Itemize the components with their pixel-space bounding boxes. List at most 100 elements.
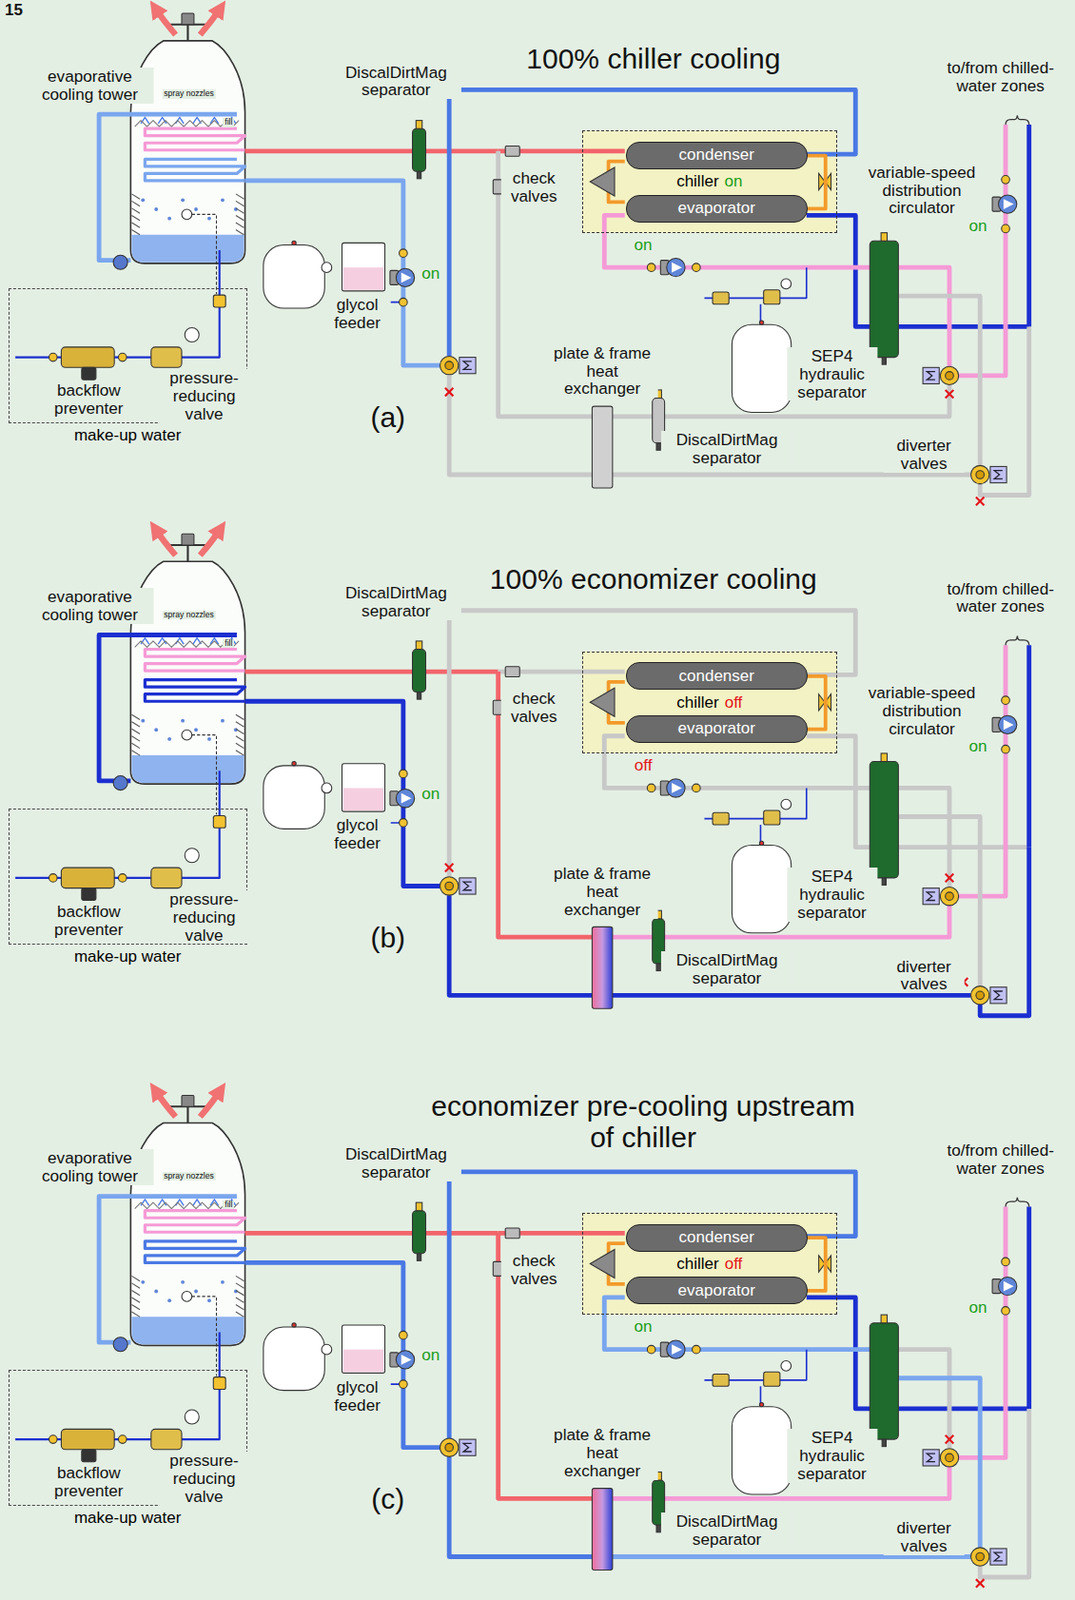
louver: [131, 714, 140, 720]
part-name: pressure-reducing valve: [158, 1451, 250, 1506]
exhaust-arrow: [155, 8, 176, 36]
water-drop: [140, 197, 145, 202]
drain-valve: [656, 1524, 661, 1533]
louver: [235, 1283, 245, 1289]
pressure-gauge: [184, 848, 199, 863]
exhaust-arrow: [199, 528, 220, 556]
text-group: condenser: [679, 146, 755, 165]
pressure-gauge: [781, 1360, 792, 1371]
ball-valve: [399, 1330, 409, 1340]
ball-valve: [646, 1345, 656, 1354]
pipe: [604, 215, 870, 268]
water-drop: [194, 727, 198, 732]
basin-water: [131, 755, 244, 783]
louver: [131, 215, 140, 220]
text-group: make-up water: [9, 948, 247, 967]
zone-bracket: [1005, 636, 1030, 646]
node-label: make-up water: [74, 947, 181, 966]
solenoid-valve: [213, 815, 226, 828]
plate-heat-exchanger: [591, 926, 612, 1009]
ball-valve: [117, 1435, 127, 1445]
glycol-feeder: [341, 763, 385, 812]
node-label: chiller: [676, 1254, 719, 1273]
fan-motor: [181, 13, 195, 25]
part-name: DiscalDirtMag separator: [330, 584, 462, 621]
pipe: [898, 324, 1029, 330]
dirt-separator: [412, 128, 427, 172]
status-text: off: [724, 1254, 743, 1273]
part-name: DiscalDirtMag separator: [661, 430, 793, 468]
relief-port: [81, 1449, 97, 1463]
float-linkage: [192, 1296, 217, 1377]
louver: [235, 742, 245, 748]
water-drop: [154, 727, 158, 732]
water-drop: [140, 719, 145, 724]
text-group: condenser: [679, 1229, 755, 1248]
louver: [131, 1275, 140, 1281]
node-label: condenser: [679, 1228, 755, 1247]
part-name: glycol feeder: [323, 816, 391, 853]
panel-illustration: [15, 8, 1030, 507]
status-text: on: [967, 1298, 990, 1317]
louver: [131, 208, 140, 214]
status-text: on: [419, 784, 442, 803]
ball-valve: [399, 249, 409, 258]
pipe: [245, 1262, 441, 1447]
pipe: [245, 701, 441, 886]
part-name: fill: [222, 117, 235, 127]
valve-core: [976, 991, 985, 1000]
part-name: evaporative cooling tower: [25, 67, 155, 104]
fan-motor: [181, 533, 195, 546]
pipe: [612, 1554, 972, 1560]
part-name: spray nozzles: [161, 1172, 215, 1181]
hydraulic-separator: [869, 1323, 899, 1440]
part-name: diverter valves: [883, 957, 964, 995]
part-name: variable-speed distribution circulator: [862, 163, 981, 218]
pipe: [898, 1406, 1029, 1411]
water-drop: [194, 1290, 198, 1294]
refrigerant-line: [807, 676, 826, 730]
closed-port-mark: [945, 874, 955, 883]
louver: [131, 1283, 140, 1289]
louver: [235, 215, 245, 220]
pipe: [245, 180, 441, 366]
pump-arrow: [1003, 720, 1015, 731]
tank-valve: [759, 1402, 763, 1407]
backflow-preventer: [60, 1428, 115, 1449]
ball-valve: [117, 352, 127, 362]
expansion-tank: [731, 324, 791, 412]
zone-bracket: [1005, 115, 1030, 125]
louver: [235, 1290, 245, 1295]
expansion-tank: [731, 1407, 791, 1495]
tank-valve: [292, 762, 296, 766]
coil-hot: [144, 649, 245, 672]
part-name: check valves: [501, 1251, 567, 1289]
expansion-tank: [263, 765, 325, 830]
ball-valve: [49, 352, 59, 362]
pump-volute: [998, 195, 1017, 214]
water-drop: [207, 216, 212, 221]
three-way-valve: [939, 366, 958, 385]
pump-volute: [666, 1340, 685, 1359]
expansion-tank: [263, 245, 325, 310]
water-drop: [140, 1280, 145, 1285]
pump-arrow: [671, 1344, 683, 1355]
water-drop: [207, 1298, 212, 1303]
water-drop: [194, 207, 198, 212]
node-label: condenser: [679, 145, 755, 164]
pressure-gauge: [781, 799, 792, 810]
text-group: evaporator: [678, 1282, 756, 1301]
backflow-preventer: [712, 812, 729, 825]
three-way-valve: [440, 356, 459, 375]
float-linkage: [192, 735, 217, 816]
pump-arrow: [401, 273, 412, 284]
pressure-gauge: [184, 327, 199, 342]
panel-letter: (b): [368, 921, 408, 954]
closed-port-mark: [976, 497, 985, 507]
louver: [131, 736, 140, 742]
pump-arrow: [401, 1354, 412, 1366]
chiller-unit: chilleroncondenserevaporator: [582, 130, 838, 233]
part-name: glycol feeder: [323, 1378, 391, 1415]
louver: [235, 1304, 245, 1310]
make-up-pipe: [15, 770, 220, 879]
